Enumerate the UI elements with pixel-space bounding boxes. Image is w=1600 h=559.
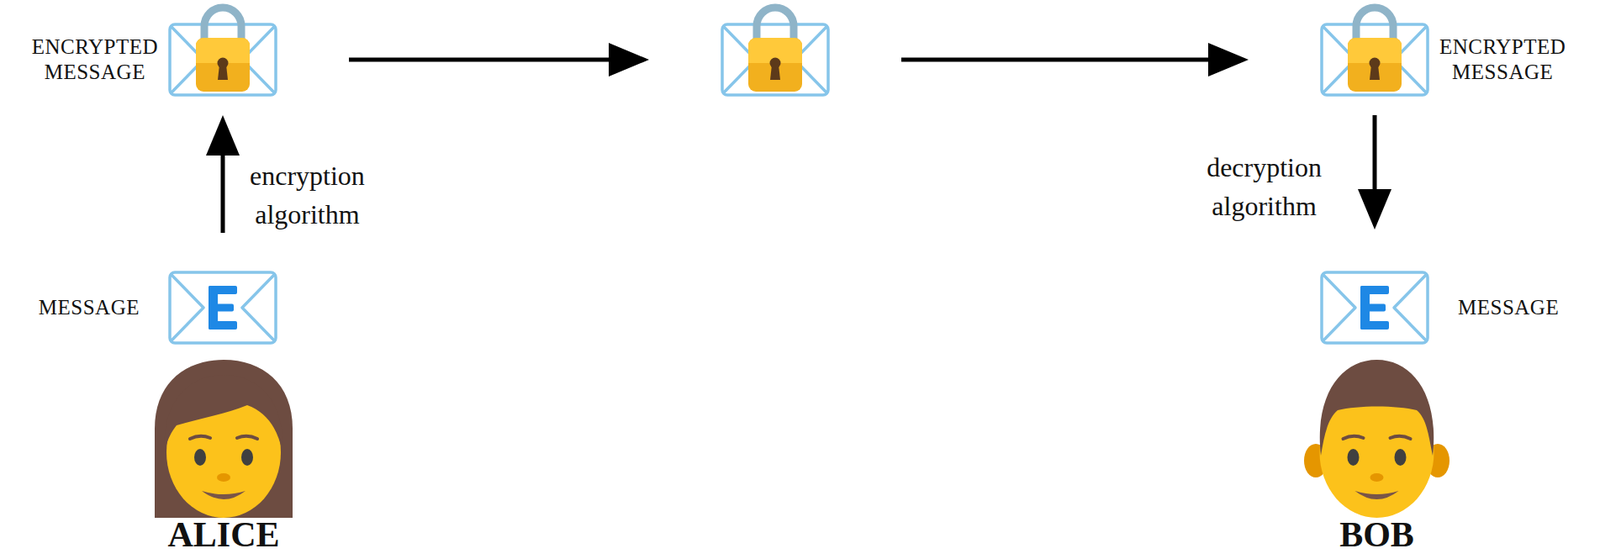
envelope-body [1321,24,1428,96]
arrow-connector [901,58,1241,63]
hair-fringe [164,374,284,453]
message-node: MESSAGE [168,270,278,345]
hair [1320,359,1434,456]
envelope-body [169,24,276,96]
padlock-symbol [195,7,250,92]
encrypted-message-node [720,22,830,97]
padlock-symbol [748,7,803,92]
facial-features [190,436,258,500]
letter-e-symbol [208,285,238,330]
encrypted-message-node: ENCRYPTED MESSAGE [1320,22,1430,97]
envelope-icon [720,22,830,97]
envelope-icon [168,270,278,345]
algorithm-label: encryption algorithm [249,156,365,235]
envelope-flap [171,26,275,93]
person-name: BOB [1300,517,1453,552]
facial-features [1343,436,1411,500]
envelope-flap [723,26,827,93]
man-face-icon [1304,358,1450,518]
woman-face-icon [146,358,301,518]
letter-e-symbol [1360,285,1389,330]
person-name: ALICE [142,517,305,552]
envelope-flap [1323,26,1426,93]
label-group: MESSAGE [38,295,140,321]
hair [154,359,293,518]
padlock-symbol [1347,7,1402,92]
person-node: BOB [1300,358,1453,552]
envelope-icon [168,22,278,97]
envelope-flap [1323,274,1426,341]
arrow-connector [348,58,641,63]
message-label: MESSAGE [38,295,140,321]
person-node: ALICE [142,358,305,552]
message-node: MESSAGE [1320,270,1430,345]
message-label: MESSAGE [1457,295,1559,321]
envelope-icon [1320,22,1430,97]
encrypted-message-node: ENCRYPTED MESSAGE [168,22,278,97]
label-group: ENCRYPTED MESSAGE [31,34,159,85]
envelope-body [1321,272,1428,344]
message-label: ENCRYPTED MESSAGE [31,34,159,85]
arrow-connector [1372,115,1378,222]
envelope-body [169,272,276,344]
algorithm-label: decryption algorithm [1206,147,1322,227]
arrow-connector [221,123,226,233]
label-group: ENCRYPTED MESSAGE [1439,34,1566,85]
label-group: MESSAGE [1457,295,1559,321]
envelope-flap [171,274,275,341]
envelope-body [722,24,829,96]
message-label: ENCRYPTED MESSAGE [1439,34,1566,85]
envelope-icon [1320,270,1430,345]
